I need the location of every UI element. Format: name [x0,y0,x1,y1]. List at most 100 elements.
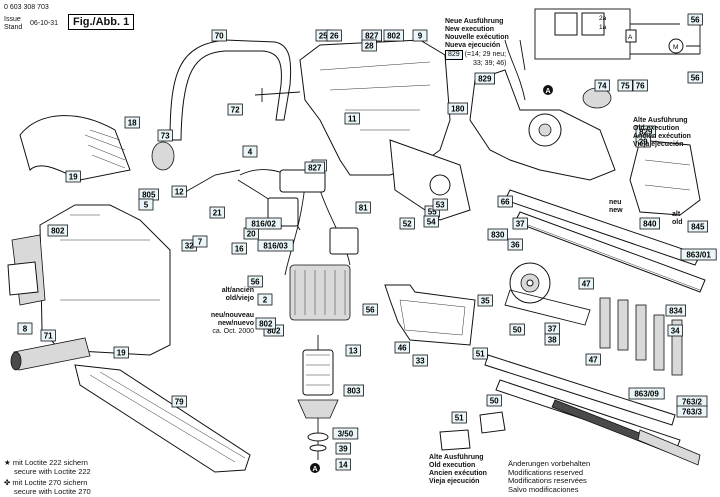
alt-old-line: old/viejo [225,295,254,302]
callout-4: 4 [242,145,258,158]
callout-18: 18 [124,116,140,129]
issue-date: 06-10-31 [30,20,59,27]
callout-layer: 7072731819252682728802918011158278141280… [17,13,717,471]
callout-834: 834 [665,304,687,317]
svg-text:46: 46 [398,344,407,353]
svg-text:816/02: 816/02 [251,220,276,229]
svg-text:180: 180 [451,105,465,114]
new-nouveau-line: ca. Oct. 2000 [212,328,254,335]
callout-763-3: 763/3 [676,405,708,418]
callout-19: 19 [65,170,81,183]
callout-827: 827 [361,29,383,42]
callout-66: 66 [497,195,513,208]
drive-sprocket [504,262,591,326]
svg-text:845: 845 [691,223,705,232]
new-execution-line: Nueva ejecución [445,42,501,49]
svg-text:39: 39 [339,445,348,454]
saw-label-old: alt old [672,211,683,227]
callout-13: 13 [345,344,361,357]
callout-39: 39 [335,442,351,455]
svg-text:829: 829 [639,128,653,137]
svg-text:71: 71 [44,332,53,341]
svg-text:56: 56 [366,306,375,315]
label-neu: neu [609,199,622,206]
svg-text:33: 33 [416,357,425,366]
old-execution-line: Ancien exécution [633,133,691,140]
svg-text:20: 20 [247,230,256,239]
svg-text:805: 805 [142,191,156,200]
footnote-line: mit Loctite 222 sichern [12,458,88,467]
alt-old-code: 2 [257,293,273,306]
svg-text:54: 54 [427,218,436,227]
issue-label: Issue [4,16,21,23]
callout-51: 51 [472,347,488,360]
footnote-line: mit Loctite 270 sichern [12,478,88,487]
alt-old-line: alt/ancien [221,287,254,294]
svg-text:72: 72 [231,106,240,115]
callout-180: 180 [447,102,469,115]
new-execution-detail2: 33; 39; 46) [473,60,507,67]
callout-19: 19 [113,346,129,359]
new-execution-code: 829 [445,50,463,60]
callout-840: 840 [639,217,661,230]
svg-text:827: 827 [365,32,379,41]
callout-76: 76 [632,79,648,92]
new-nouveau-line: neu/nouveau [210,312,254,319]
footnote-line: secure with Loctite 270 [14,487,91,496]
skid-rail [74,364,251,473]
callout-802: 802 [383,29,405,42]
svg-text:28: 28 [365,42,374,51]
svg-text:34: 34 [671,327,680,336]
svg-text:66: 66 [501,198,510,207]
alt-old-note: alt/ancien old/viejo [214,287,254,303]
svg-text:829: 829 [478,75,492,84]
svg-text:70: 70 [215,32,224,41]
new-execution-line: Neue Ausführung [445,18,504,25]
modifications-line: Salvo modificaciones [508,484,579,494]
callout-73: 73 [157,129,173,142]
svg-text:13: 13 [349,347,358,356]
old-execution-line: Alte Ausführung [633,117,688,124]
svg-text:3/50: 3/50 [338,430,354,439]
callout-75: 75 [617,79,633,92]
callout-53: 53 [432,198,448,211]
footnote-line: secure with Loctite 222 [14,467,91,476]
new-execution-line: Nouvelle exécution [445,34,509,41]
modifications-note: Änderungen vorbehalten Modifications res… [508,459,591,494]
svg-text:38: 38 [548,336,557,345]
reference-marker-bottom: A [310,463,320,473]
svg-text:79: 79 [175,398,184,407]
callout-863-09: 863/09 [628,387,665,400]
svg-text:802: 802 [51,227,65,236]
callout-51: 51 [451,411,467,424]
svg-text:9: 9 [418,32,423,41]
callout-845: 845 [687,220,709,233]
old-execution-line: Old execution [633,125,680,132]
callout-28: 28 [361,39,377,52]
callout-56: 56 [247,275,263,288]
blade-clamp-old [439,411,506,451]
callout-46: 46 [394,341,410,354]
svg-text:19: 19 [69,173,78,182]
svg-text:32: 32 [185,242,194,251]
svg-text:802: 802 [267,327,281,336]
callout-79: 79 [171,395,187,408]
callout-37: 37 [544,322,560,335]
callout-5: 5 [138,198,154,211]
callout-36: 36 [507,238,523,251]
wiring-harness [179,169,359,276]
new-nouveau-note: neu/nouveau new/nuevo ca. Oct. 2000 [204,312,254,336]
callout-50: 50 [486,394,502,407]
armature [297,335,339,460]
svg-text:73: 73 [161,132,170,141]
guide-plates [599,297,683,376]
callout-8: 8 [17,322,33,335]
modifications-line: Änderungen vorbehalten [508,459,591,468]
svg-text:75: 75 [621,82,630,91]
svg-text:763/3: 763/3 [682,408,703,417]
svg-text:863/01: 863/01 [686,251,711,260]
callout-21: 21 [209,206,225,219]
old-execution-bottom-note: Alte Ausführung Old execution Ancien exé… [429,454,487,486]
callout-35: 35 [477,294,493,307]
svg-text:827: 827 [308,164,322,173]
